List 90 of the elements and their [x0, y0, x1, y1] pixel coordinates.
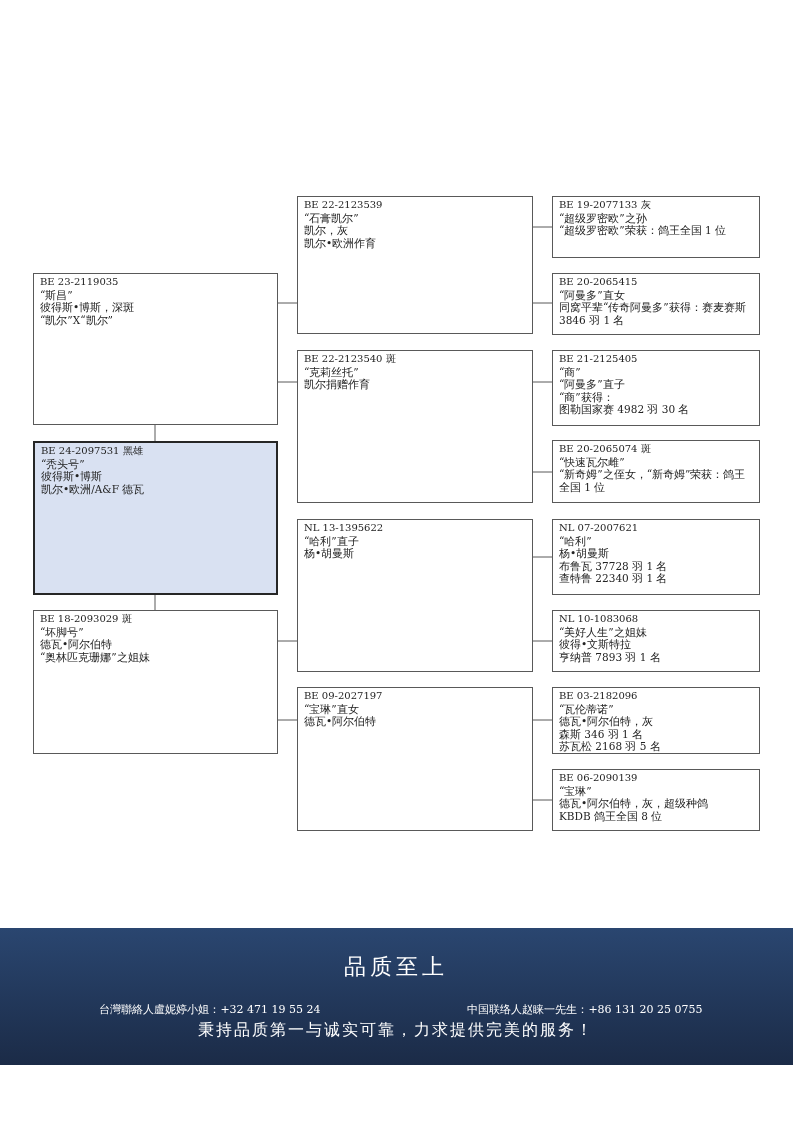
pedigree-text: 德瓦•阿尔伯特 [304, 715, 378, 728]
pedigree-text: 同窝平辈“传奇阿曼多”获得：赛麦赛斯 3846 羽 1 名 [559, 301, 747, 326]
ring-number: BE 23-2119035 [40, 276, 120, 289]
pedigree-text: 杨•胡曼斯 [559, 547, 611, 560]
pedigree-text: “超级罗密欧”荣获：鸽王全国 1 位 [559, 224, 728, 237]
pedigree-box [552, 273, 760, 335]
ring-number: BE 06-2090139 [559, 772, 639, 785]
pedigree-box [297, 196, 533, 334]
slogan-text: 品质至上 [344, 953, 448, 981]
pedigree-text: “奥林匹克珊娜”之姐妹 [40, 650, 151, 663]
pedigree-text: “超级罗密欧”之孙 [559, 211, 648, 224]
pedigree-box [552, 519, 760, 595]
ring-number: BE 19-2077133 灰 [559, 199, 652, 212]
pedigree-text: 德瓦•阿尔伯特，灰，超级种鸽 [559, 797, 710, 810]
pedigree-text: KBDB 鸽王全国 8 位 [559, 809, 664, 822]
connector-line [532, 471, 553, 473]
ring-number: BE 20-2065415 [559, 276, 639, 289]
pedigree-box [297, 687, 533, 831]
pedigree-box [552, 687, 760, 754]
pedigree-text: 布鲁瓦 37728 羽 1 名 [559, 559, 669, 572]
pedigree-text: 凯尔，灰 [304, 224, 349, 237]
connector-line [532, 556, 553, 558]
pedigree-text: 彼得斯•博斯，深斑 [40, 301, 136, 314]
pedigree-text: “宝琳”直女 [304, 702, 360, 715]
slogan-text: 秉持品质第一与诚实可靠，力求提供完美的服务！ [198, 1020, 594, 1041]
pedigree-box [552, 196, 760, 258]
ring-number: NL 07-2007621 [559, 522, 640, 535]
pedigree-text: “凯尔”X“凯尔” [40, 313, 114, 326]
pedigree-text: 凯尔•欧洲/A&F 德瓦 [41, 482, 146, 495]
pedigree-box [297, 519, 533, 672]
pedigree-text: “商” [559, 365, 582, 378]
ring-number: BE 03-2182096 [559, 690, 639, 703]
pedigree-box [552, 440, 760, 503]
pedigree-box [33, 441, 278, 595]
pedigree-text: “阿曼多”直女 [559, 288, 626, 301]
ring-number: BE 18-2093029 斑 [40, 613, 133, 626]
pedigree-text: “哈利”直子 [304, 534, 360, 547]
pedigree-text: “阿曼多”直子 [559, 378, 626, 391]
pedigree-text: “哈利” [559, 534, 593, 547]
ring-number: NL 13-1395622 [304, 522, 385, 535]
connector-line [277, 640, 298, 642]
ring-number: BE 20-2065074 斑 [559, 443, 652, 456]
connector-line [532, 799, 553, 801]
pedigree-text: “新奇姆”之侄女，“新奇姆”荣获：鸽王全国 1 位 [559, 468, 747, 493]
pedigree-text: 凯尔捐赠作育 [304, 378, 371, 391]
ring-number: BE 09-2027197 [304, 690, 384, 703]
pedigree-text: 彼得斯•博斯 [41, 470, 104, 483]
connector-line [532, 640, 553, 642]
connector-line [154, 424, 156, 442]
pedigree-text: 图勒国家赛 4982 羽 30 名 [559, 403, 691, 416]
contact-text: 中国联络人赵睐一先生：+86 131 20 25 0755 [467, 1002, 703, 1017]
pedigree-text: 德瓦•阿尔伯特，灰 [559, 715, 655, 728]
connector-line [532, 381, 553, 383]
connector-line [154, 594, 156, 611]
connector-line [277, 719, 298, 721]
pedigree-text: 德瓦•阿尔伯特 [40, 638, 114, 651]
pedigree-text: “石膏凯尔” [304, 211, 360, 224]
ring-number: BE 24-2097531 黑雄 [41, 445, 144, 458]
pedigree-text: 彼得•文斯特拉 [559, 638, 633, 651]
pedigree-text: “美好人生”之姐妹 [559, 625, 648, 638]
pedigree-text: “快速瓦尔雌” [559, 455, 626, 468]
pedigree-box [552, 769, 760, 831]
pedigree-box [552, 350, 760, 426]
pedigree-text: “商”获得： [559, 390, 615, 403]
pedigree-box [297, 350, 533, 503]
ring-number: NL 10-1083068 [559, 613, 640, 626]
pedigree-text: “宝琳” [559, 784, 593, 797]
ring-number: BE 22-2123540 斑 [304, 353, 397, 366]
pedigree-text: 苏瓦松 2168 羽 5 名 [559, 740, 662, 753]
pedigree-text: 森斯 346 羽 1 名 [559, 727, 645, 740]
contact-text: 台灣聯絡人盧妮婷小姐：+32 471 19 55 24 [99, 1002, 321, 1017]
pedigree-text: “瓦伦蒂诺” [559, 702, 615, 715]
pedigree-text: 查特鲁 22340 羽 1 名 [559, 572, 669, 585]
pedigree-text: 杨•胡曼斯 [304, 547, 356, 560]
pedigree-text: “克莉丝托” [304, 365, 360, 378]
ring-number: BE 22-2123539 [304, 199, 384, 212]
pedigree-box [33, 273, 278, 425]
connector-line [277, 381, 298, 383]
pedigree-text: 亨纳普 7893 羽 1 名 [559, 650, 662, 663]
connector-line [532, 302, 553, 304]
connector-line [532, 719, 553, 721]
pedigree-text: 凯尔•欧洲作育 [304, 236, 378, 249]
pedigree-box [552, 610, 760, 672]
ring-number: BE 21-2125405 [559, 353, 639, 366]
pedigree-text: “秃头号” [41, 457, 86, 470]
pedigree-text: “斯昌” [40, 288, 74, 301]
connector-line [277, 302, 298, 304]
pedigree-text: “坏脚号” [40, 625, 85, 638]
pedigree-box [33, 610, 278, 754]
connector-line [532, 226, 553, 228]
